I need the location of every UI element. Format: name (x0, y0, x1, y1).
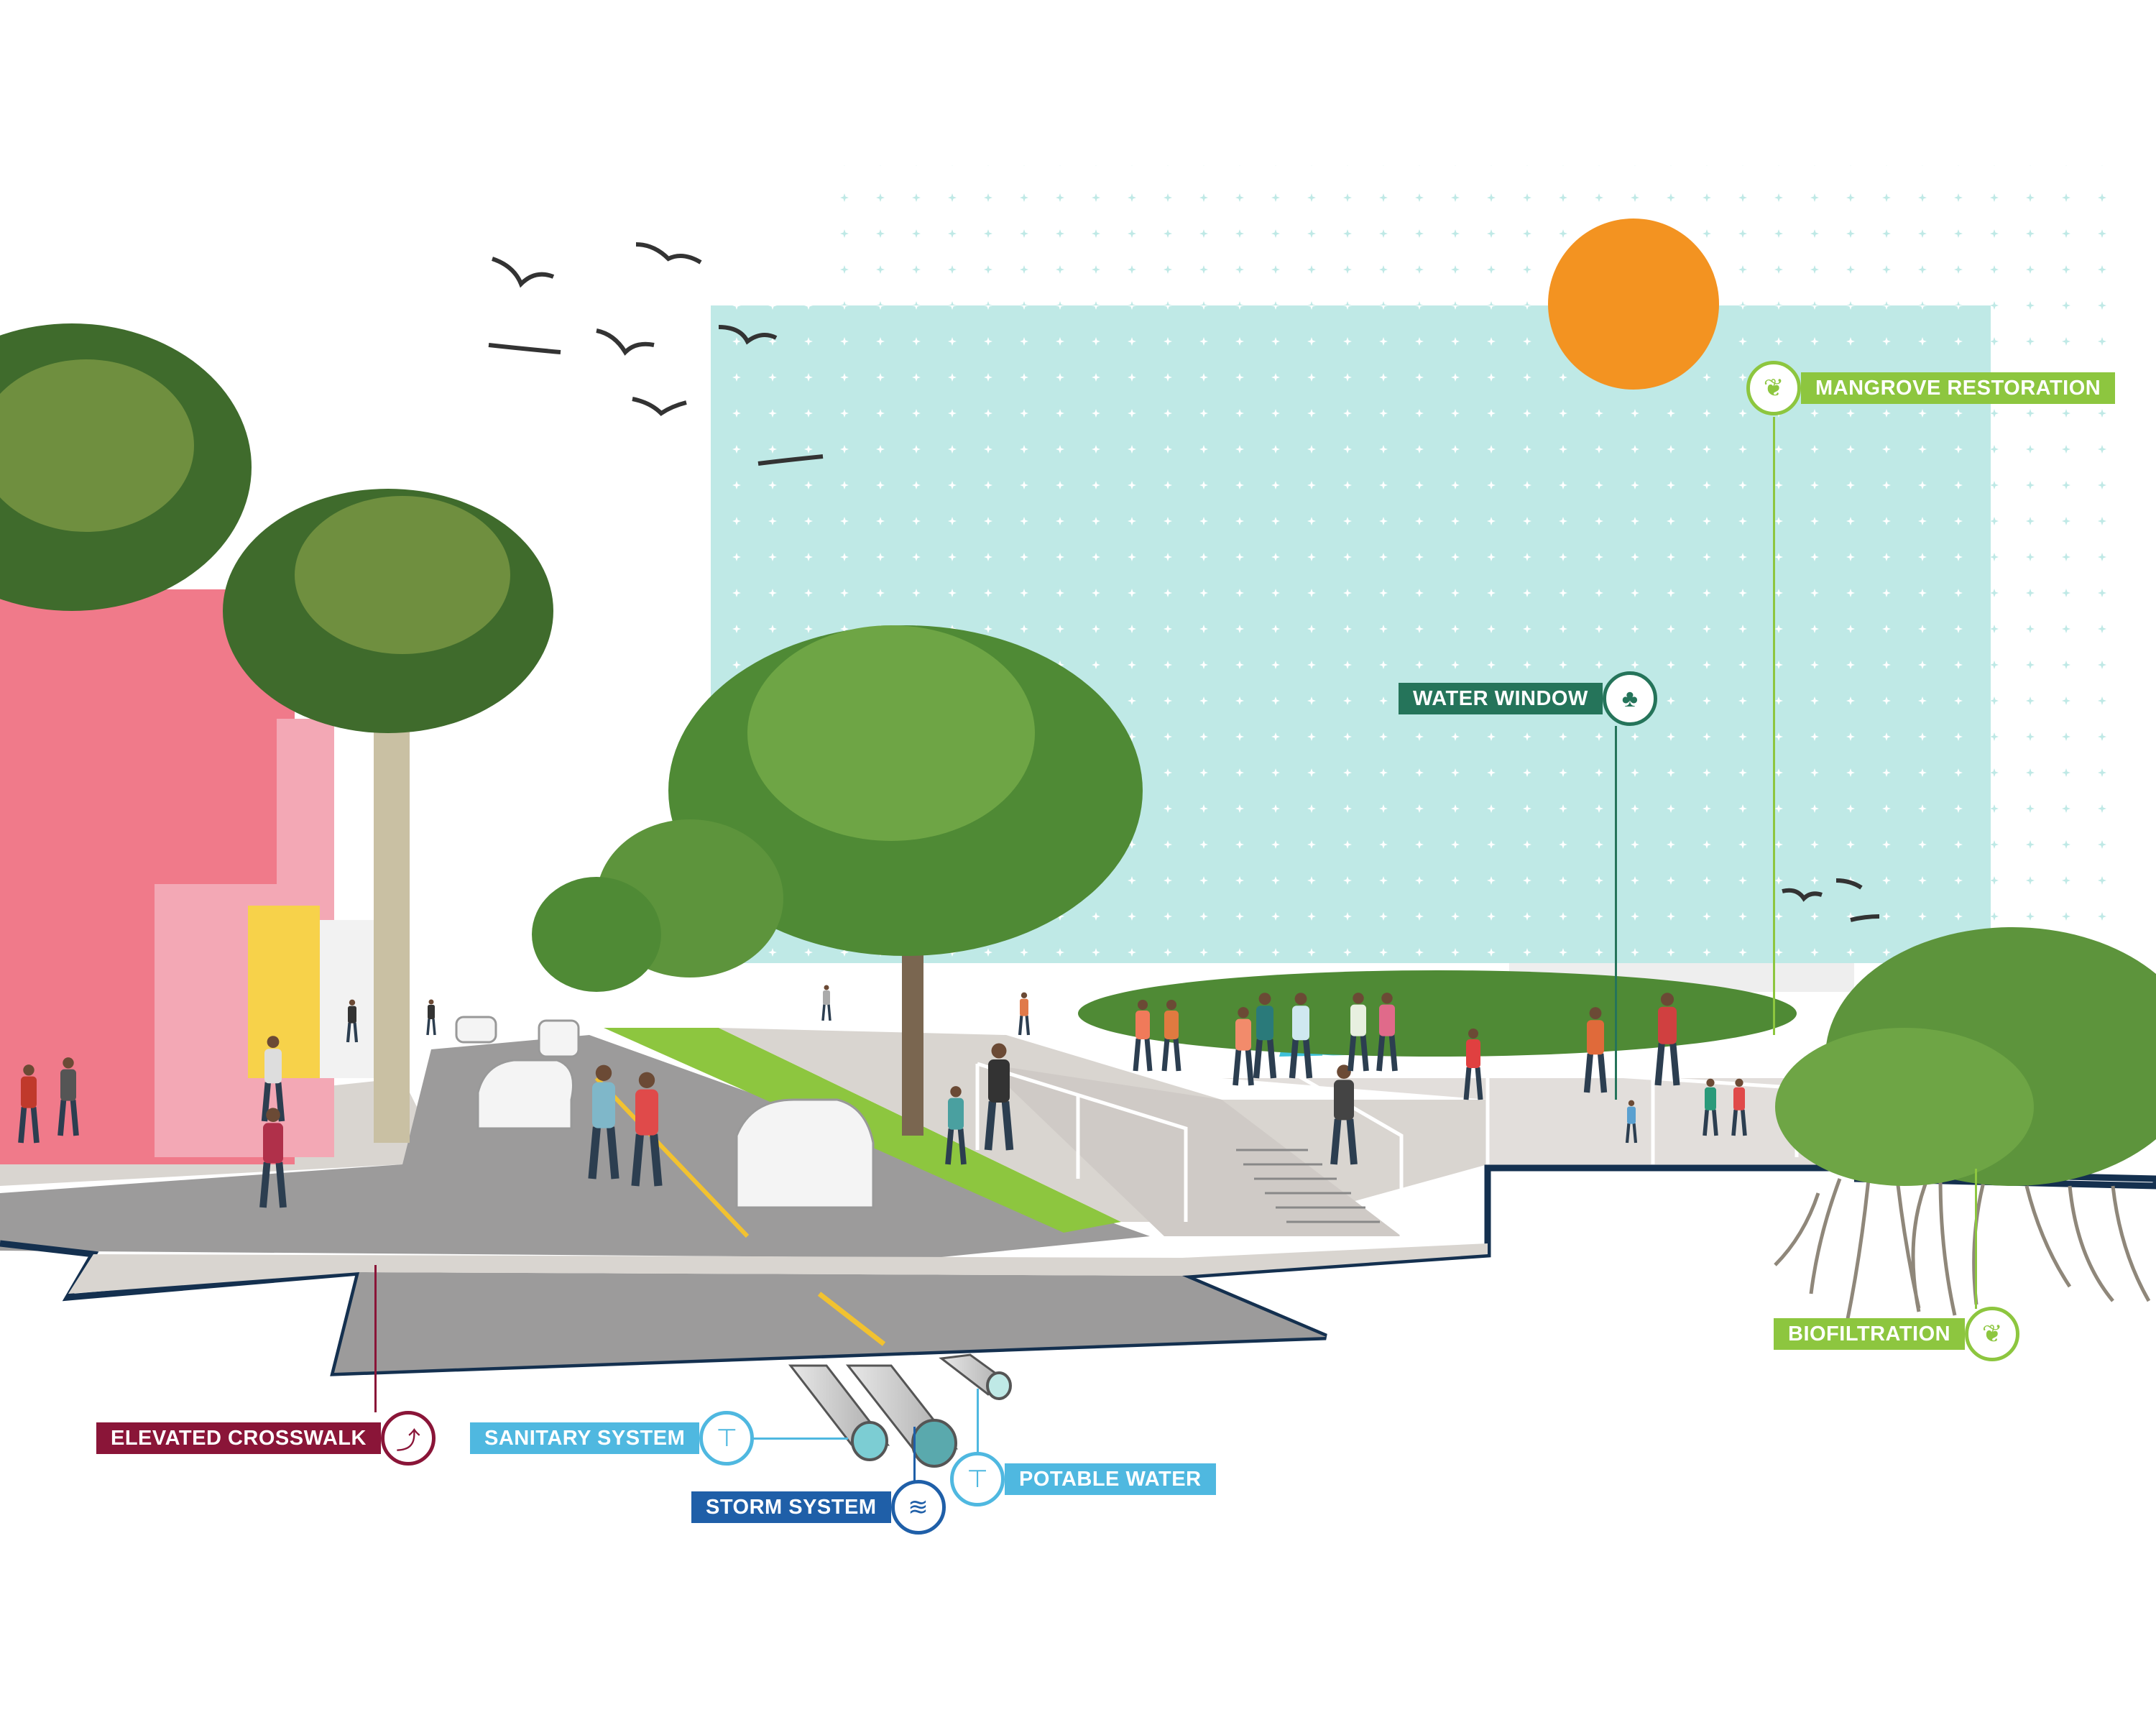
utility-pipes (788, 1353, 1012, 1468)
person-figure (588, 1064, 619, 1179)
person-figure (821, 985, 831, 1021)
potable-water-label: ⊤ POTABLE WATER (950, 1452, 1216, 1506)
person-figure (1376, 993, 1398, 1072)
elevated-crosswalk-text: ELEVATED CROSSWALK (96, 1422, 381, 1454)
birds (488, 242, 1880, 922)
person-figure (1625, 1100, 1638, 1144)
person-figure (346, 999, 359, 1043)
potable-leader-line (977, 1389, 979, 1453)
biofiltration-text: BIOFILTRATION (1774, 1318, 1966, 1350)
crosswalk-top (68, 1243, 1488, 1294)
person-figure (1161, 1000, 1181, 1072)
railings (975, 1047, 1869, 1236)
storm-system-label: STORM SYSTEM ≋ (691, 1480, 946, 1535)
water-window-text: WATER WINDOW (1399, 683, 1603, 714)
person-figure (1731, 1078, 1747, 1136)
pipe-faucet-icon: ⊤ (699, 1411, 755, 1466)
mangrove-leader-line (1773, 417, 1775, 1035)
potable-water-text: POTABLE WATER (1005, 1463, 1216, 1495)
stairs (1236, 1149, 1380, 1223)
person-figure (57, 1057, 79, 1136)
storm-system-text: STORM SYSTEM (691, 1491, 891, 1523)
person-figure (1289, 993, 1313, 1079)
storm-leader-line (913, 1427, 916, 1481)
person-figure (1018, 992, 1031, 1036)
sanitary-leader-line (740, 1438, 848, 1440)
person-figure (261, 1036, 285, 1122)
water-window-leader-line (1615, 726, 1617, 1100)
sanitary-system-text: SANITARY SYSTEM (470, 1422, 700, 1454)
biofiltration-label: BIOFILTRATION ❦ (1774, 1307, 2020, 1361)
mangrove-restoration-label: ❦ MANGROVE RESTORATION (1746, 361, 2116, 415)
road-trench (334, 1272, 1326, 1373)
person-figure (1583, 1007, 1608, 1093)
person-figure (259, 1108, 287, 1208)
trees-icon: ♣ (1602, 671, 1657, 726)
mangrove-restoration-text: MANGROVE RESTORATION (1801, 372, 2116, 404)
person-figure (1133, 1000, 1153, 1072)
pipe-faucet-icon: ⊤ (950, 1452, 1005, 1506)
leaf-icon: ❦ (1746, 361, 1801, 415)
person-figure (1233, 1007, 1254, 1086)
person-figure (426, 999, 436, 1036)
person-figure (1654, 993, 1680, 1086)
people (18, 985, 1747, 1208)
biofiltration-leader-line (1975, 1169, 1977, 1309)
elevated-crosswalk-label: ELEVATED CROSSWALK ⤴ (96, 1411, 436, 1466)
person-figure (1463, 1029, 1483, 1100)
person-figure (631, 1072, 663, 1187)
person-figure (1253, 993, 1277, 1079)
leaf-icon: ❦ (1965, 1307, 2020, 1361)
person-figure (1348, 993, 1369, 1072)
waves-icon: ≋ (890, 1480, 946, 1535)
mangrove-roots (1774, 1178, 2151, 1323)
cars (455, 1016, 875, 1209)
water-window-label: WATER WINDOW ♣ (1399, 671, 1657, 726)
crosswalk-leader-line (374, 1265, 377, 1412)
road-icon: ⤴ (380, 1411, 436, 1466)
person-figure (18, 1064, 40, 1144)
sun (1548, 218, 1719, 390)
person-figure (1330, 1064, 1358, 1165)
person-figure (945, 1086, 967, 1165)
person-figure (984, 1043, 1014, 1151)
sanitary-system-label: SANITARY SYSTEM ⊤ (470, 1411, 755, 1466)
person-figure (1703, 1078, 1718, 1136)
